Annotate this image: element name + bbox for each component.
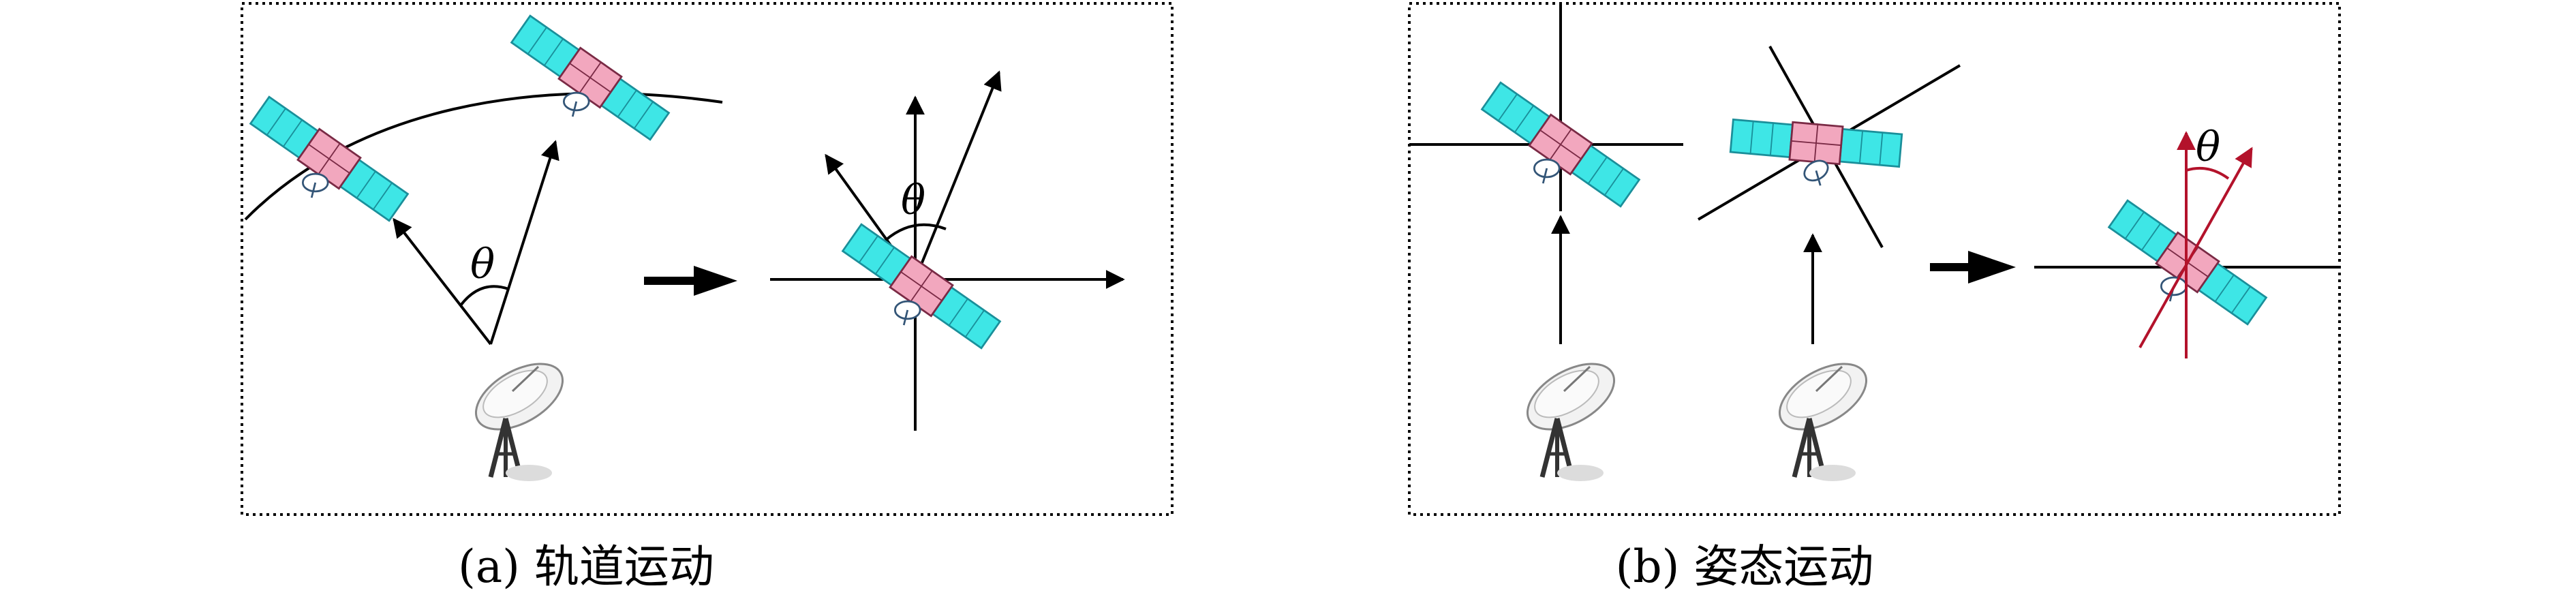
vector-new-attitude — [2138, 147, 2253, 348]
angle-label-a1: θ — [470, 241, 495, 288]
angle-arc-b — [2186, 166, 2230, 180]
panel-a-caption: (a) 轨道运动 — [458, 540, 714, 593]
thick-arrow-icon — [644, 266, 737, 296]
thick-arrow-icon — [1930, 251, 2016, 284]
angle-arc-a1 — [459, 285, 509, 307]
angle-arc-a2 — [885, 223, 947, 241]
satellite-icon — [1713, 46, 1919, 240]
ground-station-dish-icon — [1768, 350, 1877, 481]
panel-b-frame — [1408, 2, 2341, 516]
vector-to-satellite-2 — [489, 140, 559, 345]
ground-station-dish-icon — [1516, 350, 1625, 481]
satellite-icon — [248, 93, 410, 224]
satellite-icon — [509, 12, 671, 143]
panel-b: θ — [1408, 2, 2341, 516]
panel-b-caption: (b) 姿态运动 — [1615, 540, 1874, 593]
satellite-icon — [840, 221, 1002, 352]
angle-label-b: θ — [2196, 123, 2220, 171]
vector-to-satellite-1 — [393, 217, 492, 346]
panel-a-frame — [241, 2, 1174, 516]
ground-station-dish-icon — [465, 350, 573, 481]
angle-label-a2: θ — [901, 177, 925, 224]
panel-a: θ θ — [241, 2, 1174, 516]
vector-new-direction — [914, 70, 1002, 280]
